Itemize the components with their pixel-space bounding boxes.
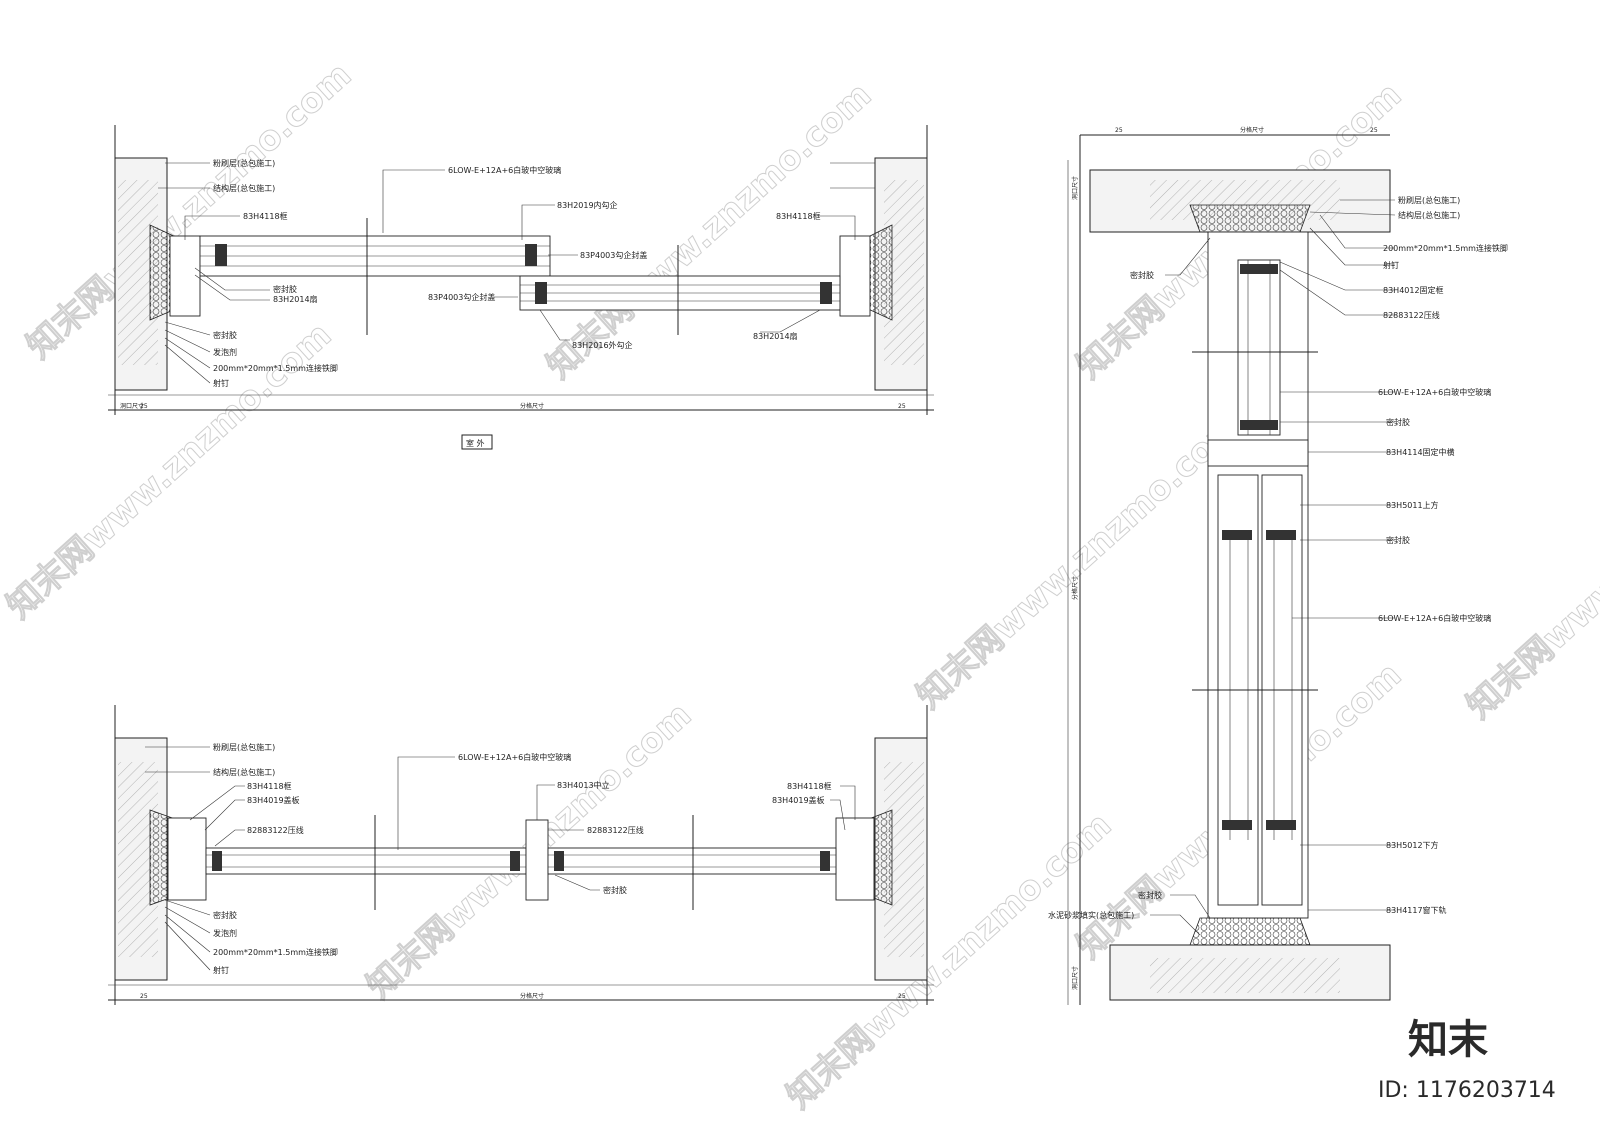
label-sealant-mid2: 密封胶 [1386,535,1410,545]
label-inner-hook: 83H2019内勾企 [557,200,618,210]
frame-left-profile [169,235,201,317]
dim-25-right: 25 [898,403,906,410]
label-glass: 6LOW-E+12A+6白玻中空玻璃 [458,752,571,762]
label-nail: 射钉 [1383,260,1399,270]
label-nail: 射钉 [213,378,229,388]
label-pressline-right: 82883122压线 [587,825,644,835]
label-sealant: 密封胶 [273,284,297,294]
label-frame-right: 83H4118框 [787,781,832,791]
transom-profile [1207,439,1309,467]
label-sash-right: 83H2014扇 [753,331,798,341]
foam-top [1189,204,1311,233]
label-nail: 射钉 [213,965,229,975]
side-section-view: 25 25 分格尺寸 粉刷层(总包施工) 结构层(总包施工) 200mm*20m… [1048,126,1508,1005]
label-mortar: 水泥砂浆填实(总包施工) [1048,910,1134,920]
frame-right-profile [835,817,875,901]
label-sash-top: 83H5011上方 [1386,500,1439,510]
dim-25-left: 25 [140,993,148,1000]
dim-span-top: 分格尺寸 [1240,126,1264,134]
label-hook-seal-left: 83P4003勾企封盖 [428,292,495,302]
mullion-profile [525,819,549,901]
watermark-text: 知末网www.znzmo.com [539,75,879,387]
frame-left-profile [167,817,207,901]
label-foam: 发泡剂 [213,928,237,938]
brand-logo-text: 知末 [1408,1017,1488,1063]
label-sash-left: 83H2014扇 [273,294,318,304]
brand-watermark: 知末 ID: 1176203714 [1378,1017,1556,1103]
label-plaster: 粉刷层(总包施工) [213,742,275,752]
label-sealant-bottom: 密封胶 [1138,890,1162,900]
label-glass-mid: 6LOW-E+12A+6白玻中空玻璃 [1378,613,1491,623]
label-sash-bottom: 83H5012下方 [1386,840,1439,850]
bottom-plan-view: 6LOW-E+12A+6白玻中空玻璃 粉刷层(总包施工) 结构层(总包施工) 8… [108,705,934,1005]
label-glass-top: 6LOW-E+12A+6白玻中空玻璃 [1378,387,1491,397]
label-sealant: 密封胶 [213,910,237,920]
label-steel-foot: 200mm*20mm*1.5mm连接铁脚 [213,947,338,957]
label-structure: 结构层(总包施工) [213,767,275,777]
dim-span: 分格尺寸 [520,402,544,410]
dim-vertical-top: 洞口尺寸 [1071,176,1079,200]
label-plaster: 粉刷层(总包施工) [1398,195,1460,205]
fixed-glass [1237,259,1281,436]
glass-left [205,847,527,875]
label-plaster: 粉刷层(总包施工) [213,158,275,168]
outdoor-tag: 室 外 [466,438,485,448]
label-fixed-frame: 83H4012固定框 [1383,285,1444,295]
top-plan-view: 6LOW-E+12A+6白玻中空玻璃 粉刷层(总包施工) 结构层(总包施工) 8… [108,125,934,450]
label-foam: 发泡剂 [213,347,237,357]
dim-25-right: 25 [898,993,906,1000]
label-sealant-center: 密封胶 [603,885,627,895]
label-steel-foot: 200mm*20mm*1.5mm连接铁脚 [1383,243,1508,253]
dim-vertical: 分格尺寸 [1071,576,1079,600]
dim-25-right: 25 [1370,127,1378,134]
label-glass: 6LOW-E+12A+6白玻中空玻璃 [448,165,561,175]
label-bead-right: 83H4019盖板 [772,795,825,805]
label-frame-left: 83H4118框 [247,781,292,791]
label-mullion: 83H4013中立 [557,780,610,790]
label-bottom-track: 83H4117窗下轨 [1386,905,1447,915]
watermark-text: 知末网www.znzmo.com [909,405,1249,717]
frame-right-profile [839,235,871,317]
dim-25-left: 25 [140,403,148,410]
label-structure: 结构层(总包施工) [1398,210,1460,220]
label-fixed-transom: 83H4114固定中横 [1386,447,1455,457]
dim-vertical-bottom: 洞口尺寸 [1071,966,1079,990]
glass-right [547,847,837,875]
label-hook-seal-right: 83P4003勾企封盖 [580,250,647,260]
outdoor-tag-box [461,434,493,450]
label-pressline: 82883122压线 [1383,310,1440,320]
dim-hole: 洞口尺寸 [120,402,144,410]
label-sealant-mid: 密封胶 [1386,417,1410,427]
label-outer-hook: 83H2016外勾企 [572,340,633,350]
label-pressline-left: 82883122压线 [247,825,304,835]
label-structure: 结构层(总包施工) [213,183,275,193]
label-frame-left: 83H4118框 [243,211,288,221]
image-id: ID: 1176203714 [1378,1078,1556,1103]
label-frame-right: 83H4118框 [776,211,821,221]
label-sealant-top: 密封胶 [1130,270,1154,280]
label-steel-foot: 200mm*20mm*1.5mm连接铁脚 [213,363,338,373]
label-bead-left: 83H4019盖板 [247,795,300,805]
mortar-bottom [1189,917,1311,946]
dim-span: 分格尺寸 [520,992,544,1000]
label-sealant2: 密封胶 [213,330,237,340]
dim-25-left: 25 [1115,127,1123,134]
watermark-text: 知末网www.znzmo.com [1459,415,1600,727]
